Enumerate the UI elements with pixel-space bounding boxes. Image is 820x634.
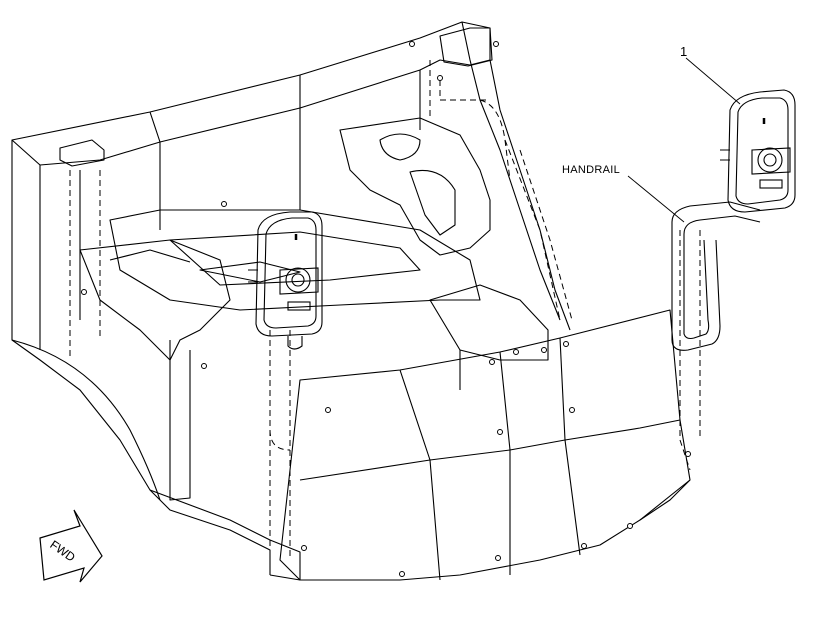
callout-item-1: 1 bbox=[680, 44, 688, 59]
cab-body bbox=[11, 21, 691, 581]
leader-lines bbox=[627, 57, 741, 223]
leader-handrail bbox=[627, 175, 685, 223]
leader-item-1 bbox=[685, 57, 741, 105]
mirror-right bbox=[720, 89, 796, 213]
hidden-lines bbox=[69, 60, 701, 560]
mirror-left bbox=[248, 211, 323, 350]
fwd-arrow-icon: FWD bbox=[39, 509, 103, 583]
fasteners bbox=[81, 41, 691, 577]
handrail bbox=[671, 201, 761, 351]
callout-handrail: HANDRAIL bbox=[562, 164, 621, 176]
